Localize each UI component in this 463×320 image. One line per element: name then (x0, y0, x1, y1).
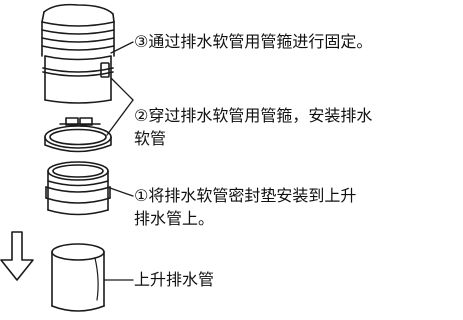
label-riser-pipe: 上升排水管 (134, 270, 215, 289)
label-step1-line1: ①将排水软管密封垫安装到上升 (134, 186, 357, 205)
label-step1-line2: 排水管上。 (134, 209, 215, 228)
leader-lines (103, 41, 134, 281)
hose-clamp (44, 117, 112, 153)
leader-step2 (110, 77, 134, 101)
drain-hose (41, 3, 115, 104)
label-step3: ③通过排水软管用管箍进行固定。 (134, 32, 373, 51)
label-step2-line1: ②穿过排水软管用管箍，安装排水 (134, 106, 373, 125)
down-arrow-icon (0, 231, 34, 281)
drain-hose-gasket (45, 161, 111, 216)
leader-step3 (110, 41, 134, 54)
leader-step1 (109, 187, 134, 197)
label-step2-line2: 软管 (134, 129, 167, 148)
riser-pipe (51, 243, 105, 312)
